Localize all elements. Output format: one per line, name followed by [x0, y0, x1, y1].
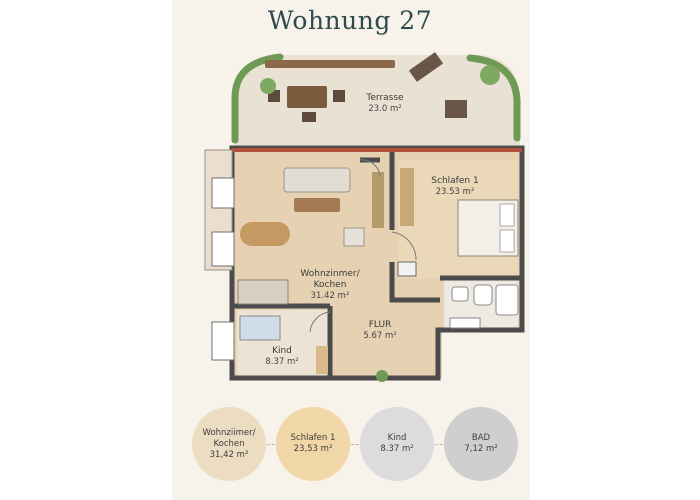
room-name: Kind: [272, 346, 292, 356]
legend-area: 23,53 m²: [293, 444, 333, 454]
armchair: [343, 227, 365, 247]
dining-table: [240, 222, 290, 246]
bathtub: [449, 317, 481, 329]
legend-name: Schlafen 1: [290, 433, 336, 443]
room-name: Schlafen 1: [431, 176, 479, 186]
legend-connector: [262, 444, 284, 445]
legend-connector: [346, 444, 368, 445]
tv-sideboard: [372, 172, 384, 228]
room-area: 23.0 m²: [368, 104, 402, 114]
legend-item-bad: BAD 7,12 m²: [444, 407, 518, 481]
room-label-schlafen: Schlafen 1 23.53 m²: [410, 176, 500, 198]
terrace-chair: [302, 112, 316, 122]
room-area: 5.67 m²: [363, 331, 397, 341]
room-name: Terrasse: [366, 93, 404, 103]
room-label-wohnen: Wohnzinmer/ Kochen 31.42 m²: [280, 258, 380, 313]
sink: [473, 284, 493, 306]
room-label-terrasse: Terrasse 23.0 m²: [345, 93, 425, 115]
terrace-railing: [265, 60, 395, 68]
legend-name: Kind: [387, 433, 407, 443]
toilet: [451, 286, 469, 302]
terrace-plant: [260, 78, 276, 94]
room-area: 31.42 m²: [310, 291, 350, 301]
legend-item-schlafen: Schlafen 1 23,53 m²: [276, 407, 350, 481]
legend-item-wohnen: Wohnziimer/ Kochen 31,42 m²: [192, 407, 266, 481]
terrace-armchair: [445, 100, 467, 118]
terrace-area: [231, 52, 521, 145]
terrace-chair: [333, 90, 345, 102]
legend-name: BAD: [471, 433, 491, 443]
bedroom-dresser: [400, 168, 414, 226]
legend-connector: [430, 444, 452, 445]
room-label-kind: Kind 8.37 m²: [247, 346, 317, 368]
pillow: [499, 203, 515, 227]
lounge-chair: [408, 52, 444, 82]
legend-item-kind: Kind 8.37 m²: [360, 407, 434, 481]
area-legend: Wohnziimer/ Kochen 31,42 m² Schlafen 1 2…: [172, 404, 530, 484]
bathroom-fixtures: [449, 284, 519, 329]
shower: [495, 284, 519, 316]
windows: [204, 149, 235, 361]
wall-accent: [232, 148, 522, 152]
room-area: 8.37 m²: [265, 357, 299, 367]
room-name: FLUR: [368, 320, 392, 330]
kid-bed: [239, 315, 281, 341]
terrace-table: [287, 86, 327, 108]
kitchen-counter: [237, 279, 289, 305]
room-name: Wohnzinmer/ Kochen: [300, 269, 360, 290]
wardrobe: [397, 261, 417, 277]
kid-room-furniture: [239, 315, 388, 382]
room-area: 23.53 m²: [435, 187, 475, 197]
walls: [229, 145, 525, 381]
bedroom-furniture: [400, 168, 519, 257]
doors: [309, 159, 417, 333]
living-furniture: [237, 167, 417, 305]
sofa: [283, 167, 351, 193]
kid-wardrobe: [316, 346, 328, 374]
legend-area: 7,12 m²: [464, 444, 498, 454]
legend-area: 31,42 m²: [209, 449, 249, 460]
pillow: [499, 229, 515, 253]
terrace-plant: [480, 65, 500, 85]
coffee-table: [294, 198, 340, 212]
page-title: Wohnung 27: [267, 6, 433, 35]
entry-plant: [376, 370, 388, 382]
legend-name: Wohnziimer/ Kochen: [202, 427, 256, 449]
legend-area: 8.37 m²: [380, 444, 414, 454]
room-label-flur: FLUR 5.67 m²: [345, 320, 415, 342]
